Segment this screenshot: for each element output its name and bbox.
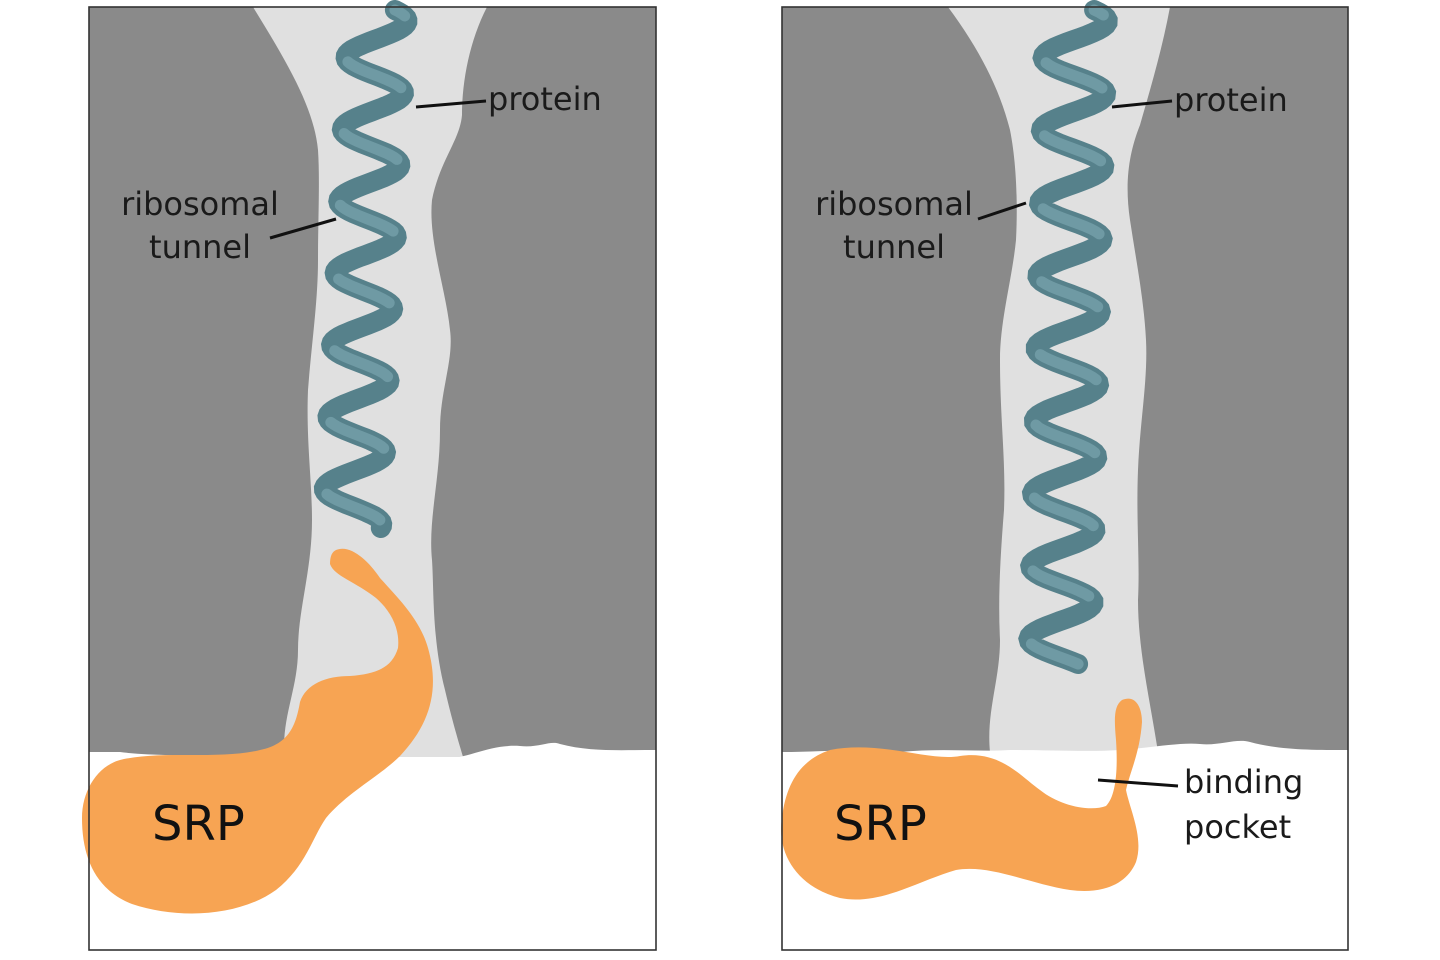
srp-label: SRP bbox=[834, 796, 927, 852]
membrane-surface bbox=[89, 742, 656, 761]
protein-helix bbox=[1018, 0, 1118, 674]
panel-frame bbox=[88, 6, 657, 951]
srp-label: SRP bbox=[152, 796, 245, 852]
tunnel-label-line2: tunnel bbox=[843, 228, 945, 266]
panel-right: protein ribosomal tunnel binding pocket … bbox=[781, 0, 1349, 951]
protein-label: protein bbox=[488, 80, 602, 118]
protein-leader-line bbox=[1111, 99, 1173, 109]
pocket-label-line1: binding bbox=[1184, 763, 1303, 801]
tunnel-leader-line bbox=[269, 217, 337, 240]
panel-frame bbox=[781, 6, 1349, 951]
panel-left: protein ribosomal tunnel SRP bbox=[82, 0, 657, 951]
ribosomal-tunnel bbox=[948, 7, 1170, 752]
protein-helix bbox=[313, 0, 418, 538]
tunnel-label-line2: tunnel bbox=[149, 228, 251, 266]
srp-protein bbox=[82, 548, 433, 914]
tunnel-label-line1: ribosomal bbox=[815, 185, 973, 223]
tunnel-leader-line bbox=[977, 201, 1027, 221]
protein-leader-line bbox=[415, 99, 487, 109]
protein-label: protein bbox=[1174, 81, 1288, 119]
pocket-leader-line bbox=[1097, 778, 1179, 788]
srp-protein bbox=[781, 698, 1142, 900]
tunnel-label-line1: ribosomal bbox=[121, 185, 279, 223]
ribosomal-tunnel bbox=[253, 7, 487, 760]
pocket-label-line2: pocket bbox=[1184, 808, 1291, 846]
